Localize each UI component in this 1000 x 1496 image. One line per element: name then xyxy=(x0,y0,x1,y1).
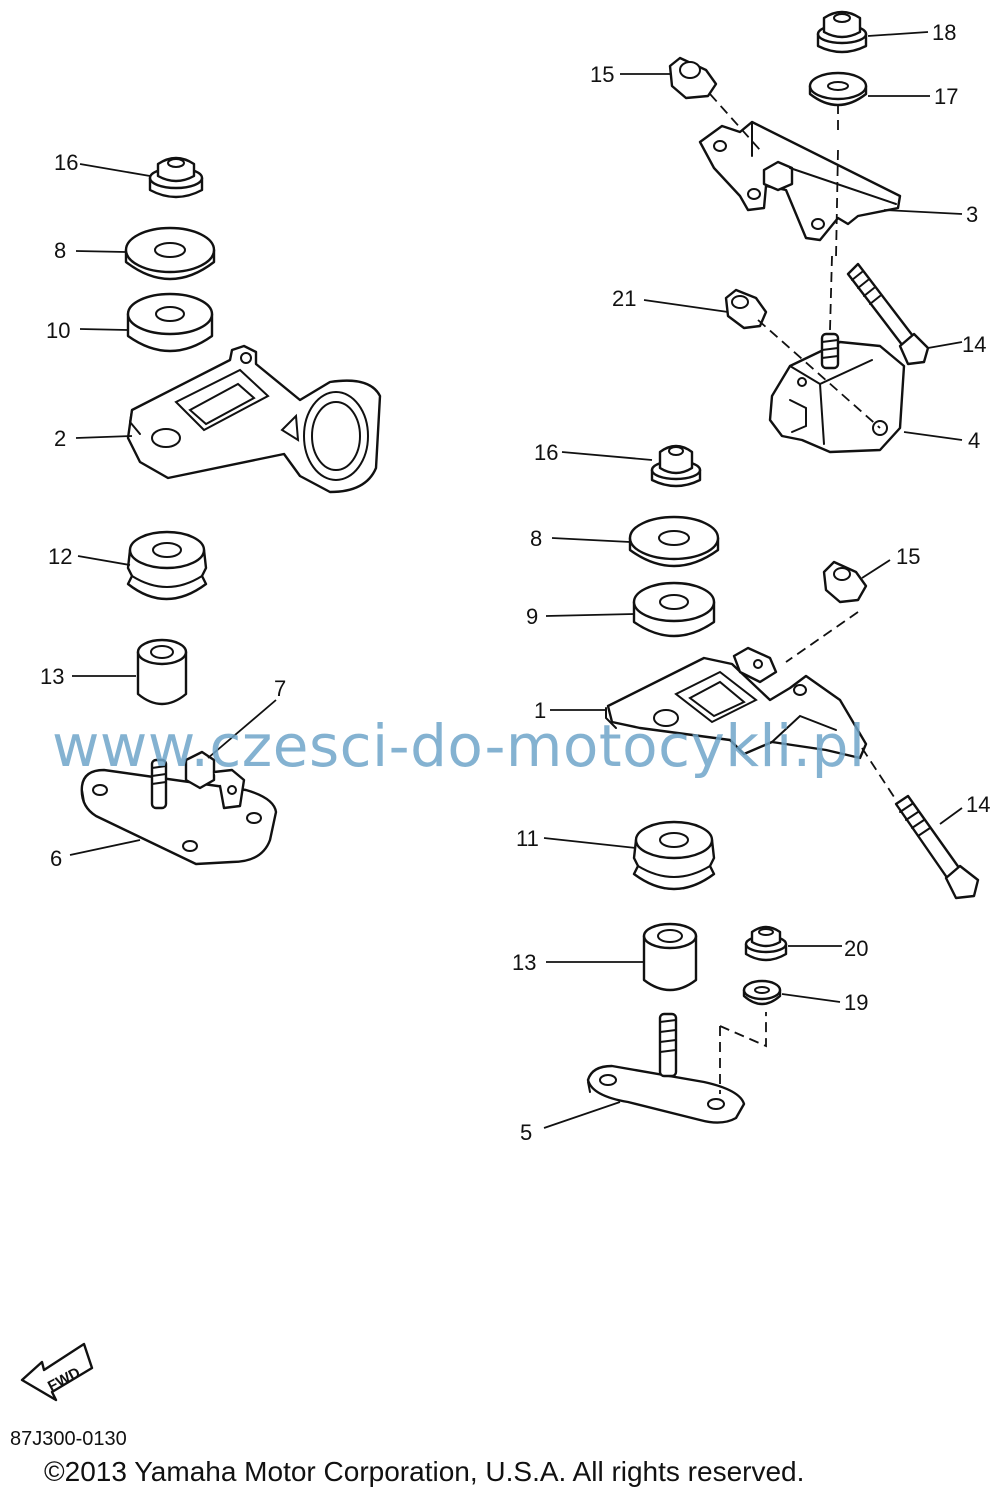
part-11-grommet xyxy=(632,820,716,891)
copyright-notice: ©2013 Yamaha Motor Corporation, U.S.A. A… xyxy=(44,1456,805,1487)
leader-lines xyxy=(69,31,963,1129)
part-7-tab xyxy=(184,750,246,810)
part-1-bracket xyxy=(605,646,868,760)
part-13-collar-right xyxy=(642,922,698,992)
assembly-dashed-lines xyxy=(709,93,897,1094)
callout-13-left: 13 xyxy=(40,664,64,689)
callout-4: 4 xyxy=(968,428,980,453)
callout-14-lower: 14 xyxy=(966,792,990,817)
callout-8-right: 8 xyxy=(530,526,542,551)
part-20-nut xyxy=(744,925,788,962)
part-14-bolt-upper xyxy=(846,262,930,366)
callout-7: 7 xyxy=(274,676,286,701)
callout-3: 3 xyxy=(966,202,978,227)
callout-16-left: 16 xyxy=(54,150,78,175)
callout-8-left: 8 xyxy=(54,238,66,263)
part-3-upper-bracket xyxy=(698,120,902,242)
callout-1: 1 xyxy=(534,698,546,723)
callout-12: 12 xyxy=(48,544,72,569)
part-5-lower-plate xyxy=(586,1012,746,1124)
part-10-damper-left xyxy=(126,292,214,353)
callout-16-right: 16 xyxy=(534,440,558,465)
callout-19: 19 xyxy=(844,990,868,1015)
part-21-nut xyxy=(724,288,768,330)
part-4-mount xyxy=(768,332,906,454)
callout-10: 10 xyxy=(46,318,70,343)
callout-15-right: 15 xyxy=(896,544,920,569)
callout-5: 5 xyxy=(520,1120,532,1145)
fwd-arrow-icon: FWD xyxy=(20,1342,94,1402)
callout-18: 18 xyxy=(932,20,956,45)
callout-2: 2 xyxy=(54,426,66,451)
watermark-url: www.czesci-do-motocykli.pl xyxy=(52,712,866,780)
callout-numbers: 16 8 10 2 12 13 7 6 15 18 17 3 21 14 4 1… xyxy=(40,20,990,1145)
part-18-nut xyxy=(816,10,868,54)
part-15-nut-right xyxy=(822,560,868,604)
diagram-reference-code: 87J300-0130 xyxy=(10,1428,127,1450)
part-14-bolt-lower xyxy=(894,794,980,900)
part-16-nut-right xyxy=(650,444,702,488)
callout-13-right: 13 xyxy=(512,950,536,975)
part-2-bracket xyxy=(126,344,382,494)
callout-21: 21 xyxy=(612,286,636,311)
part-8-washer-left xyxy=(124,226,216,281)
part-12-grommet-left xyxy=(126,530,208,601)
part-9-damper xyxy=(632,581,716,638)
callout-20: 20 xyxy=(844,936,868,961)
part-13-collar-left xyxy=(136,638,188,706)
callout-6: 6 xyxy=(50,846,62,871)
part-17-washer xyxy=(808,71,868,107)
callout-17: 17 xyxy=(934,84,958,109)
callout-9: 9 xyxy=(526,604,538,629)
part-8-washer-right xyxy=(628,515,720,568)
part-15-nut-upper xyxy=(668,56,718,100)
part-19-washer xyxy=(742,979,782,1006)
part-16-nut-left xyxy=(148,156,204,199)
callout-11: 11 xyxy=(516,826,539,851)
callout-15-upper: 15 xyxy=(590,62,614,87)
callout-14-upper: 14 xyxy=(962,332,986,357)
